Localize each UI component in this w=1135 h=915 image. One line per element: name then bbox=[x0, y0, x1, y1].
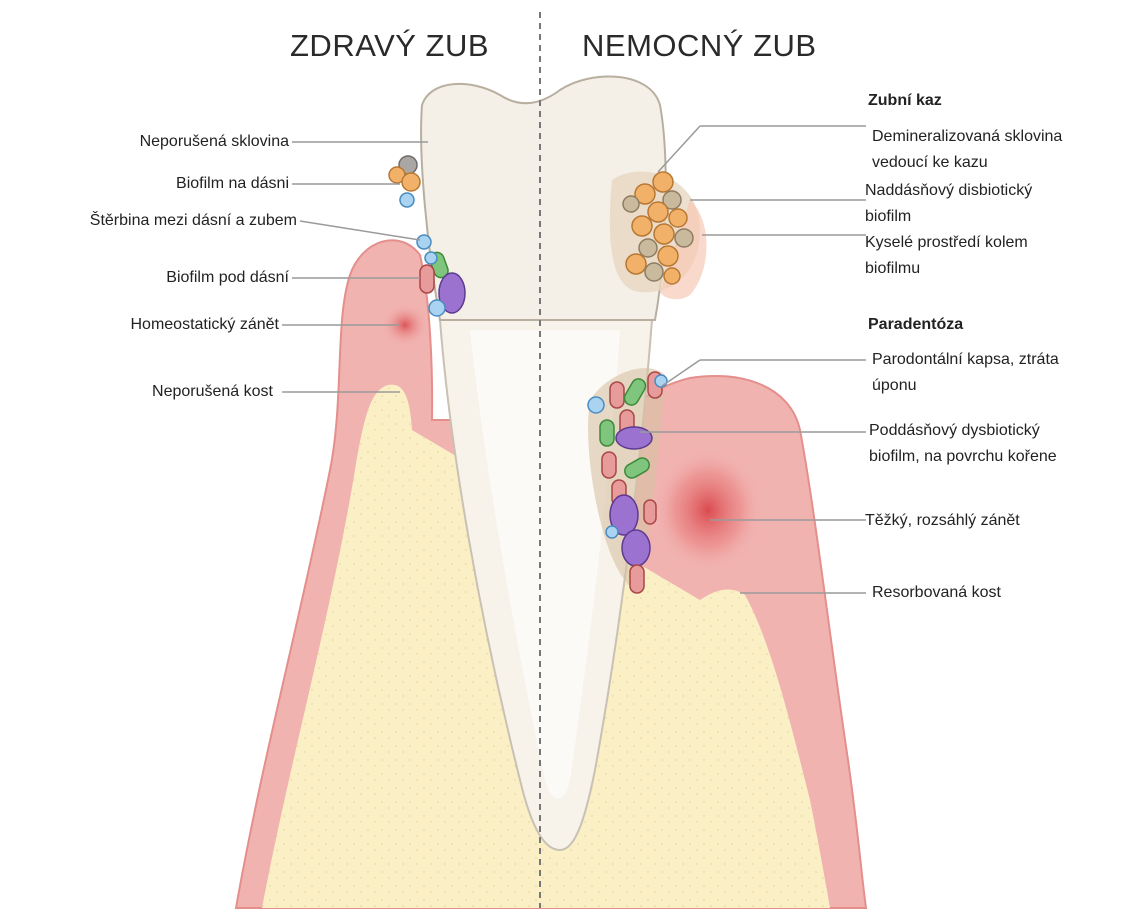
label-supragingival-line2: biofilm bbox=[865, 204, 1032, 230]
label-acidic-environment: Kyselé prostředí kolem biofilmu bbox=[865, 230, 1028, 282]
label-supragingival-line1: Naddásňový disbiotický bbox=[865, 178, 1032, 204]
label-homeostatic-inflammation: Homeostatický zánět bbox=[130, 312, 279, 338]
label-periodontal-pocket: Parodontální kapsa, ztráta úponu bbox=[872, 347, 1059, 399]
label-intact-enamel: Neporušená sklovina bbox=[140, 129, 289, 155]
label-subgingival-dysbiotic-line1: Poddásňový dysbiotický bbox=[869, 418, 1057, 444]
label-gum-gap: Štěrbina mezi dásní a zubem bbox=[90, 208, 297, 234]
header-healthy-tooth: ZDRAVÝ ZUB bbox=[290, 28, 489, 64]
label-gum-biofilm: Biofilm na dásni bbox=[176, 171, 289, 197]
label-subgingival-dysbiotic-line2: biofilm, na povrchu kořene bbox=[869, 444, 1057, 470]
periodontitis-title: Paradentóza bbox=[868, 316, 963, 334]
label-supragingival-dysbiotic-biofilm: Naddásňový disbiotický biofilm bbox=[865, 178, 1032, 230]
label-resorbed-bone: Resorbovaná kost bbox=[872, 580, 1001, 606]
label-demineralized-enamel-line1: Demineralizovaná sklovina bbox=[872, 124, 1062, 150]
header-diseased-tooth: NEMOCNÝ ZUB bbox=[582, 28, 817, 64]
caries-title: Zubní kaz bbox=[868, 92, 942, 110]
label-acidic-line2: biofilmu bbox=[865, 256, 1028, 282]
label-demineralized-enamel: Demineralizovaná sklovina vedoucí ke kaz… bbox=[872, 124, 1062, 176]
label-subgingival-biofilm: Biofilm pod dásní bbox=[166, 265, 289, 291]
label-periodontal-pocket-line1: Parodontální kapsa, ztráta bbox=[872, 347, 1059, 373]
label-subgingival-dysbiotic-biofilm: Poddásňový dysbiotický biofilm, na povrc… bbox=[869, 418, 1057, 470]
label-intact-bone: Neporušená kost bbox=[152, 379, 273, 405]
label-severe-inflammation: Těžký, rozsáhlý zánět bbox=[865, 508, 1020, 534]
label-acidic-line1: Kyselé prostředí kolem bbox=[865, 230, 1028, 256]
label-periodontal-pocket-line2: úponu bbox=[872, 373, 1059, 399]
severe-inflammation-spot bbox=[653, 448, 763, 572]
label-demineralized-enamel-line2: vedoucí ke kazu bbox=[872, 150, 1062, 176]
